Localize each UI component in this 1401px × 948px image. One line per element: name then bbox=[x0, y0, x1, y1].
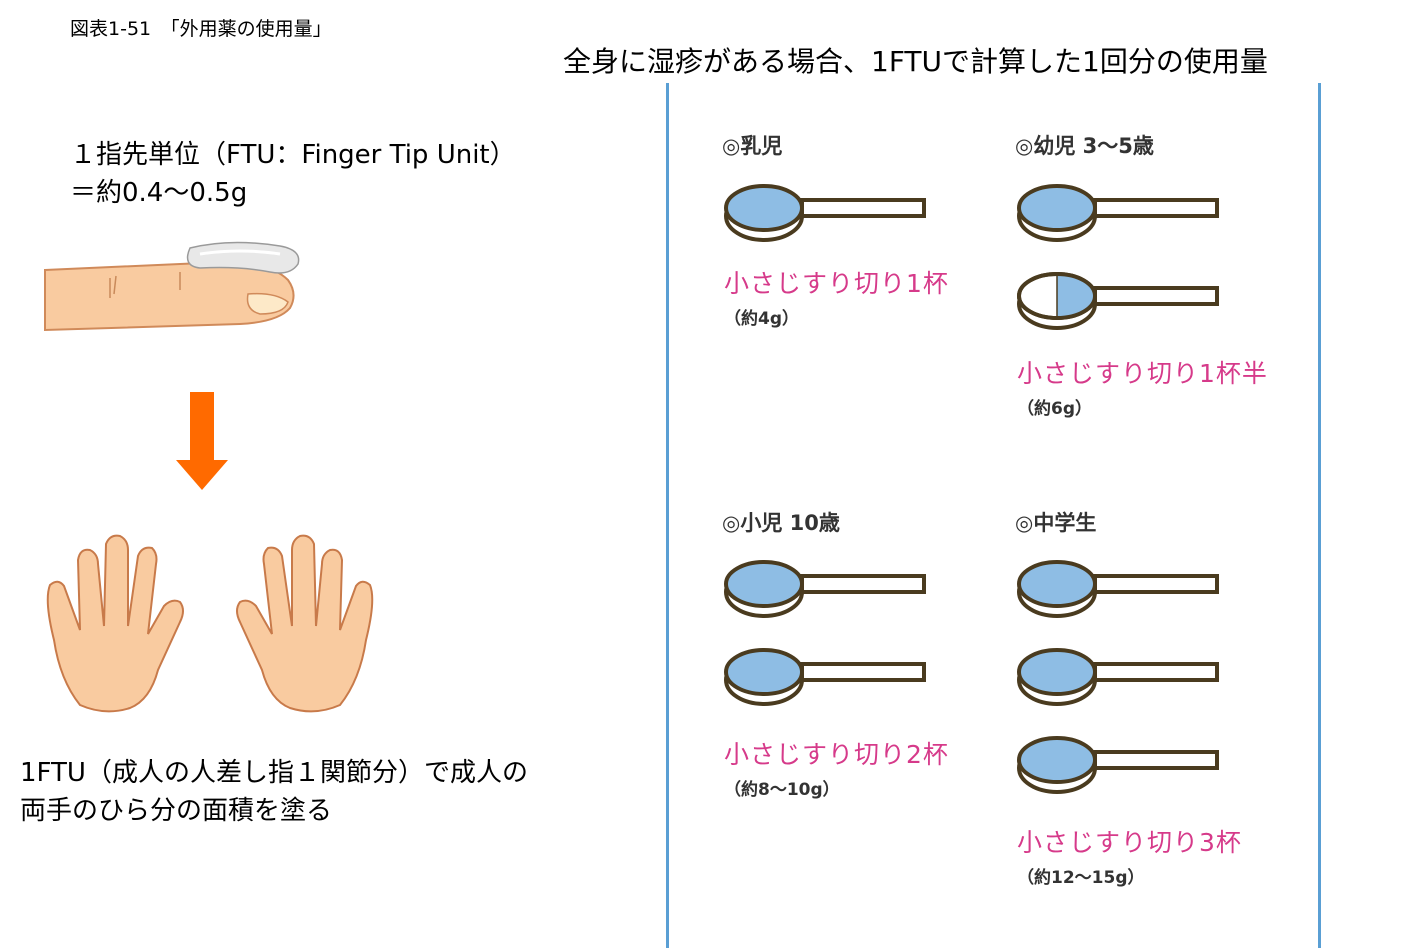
right-divider bbox=[1318, 83, 1321, 948]
amount-junior-high: 小さじすり切り3杯 bbox=[1017, 828, 1242, 857]
group-title-infant: ◎乳児 bbox=[722, 134, 783, 158]
figure-label: 図表1-51 「外用薬の使用量」 bbox=[70, 18, 332, 40]
finger-illustration bbox=[44, 241, 300, 332]
spoon-icon bbox=[1017, 736, 1219, 794]
group-title-junior-high: ◎中学生 bbox=[1015, 511, 1097, 535]
spoon-group-child bbox=[722, 556, 932, 710]
spoon-group-infant bbox=[722, 180, 932, 246]
hands-illustration bbox=[46, 534, 374, 713]
right-palm bbox=[236, 534, 374, 713]
spoon-icon bbox=[724, 560, 926, 618]
bottom-caption-line2: 両手のひら分の面積を塗る bbox=[20, 796, 333, 826]
group-title-child: ◎小児 10歳 bbox=[722, 511, 840, 535]
bottom-caption-line1: 1FTU（成人の人差し指１関節分）で成人の bbox=[20, 758, 528, 788]
spoon-icon bbox=[724, 648, 926, 706]
spoon-icon bbox=[1017, 184, 1219, 242]
amount-child: 小さじすり切り2杯 bbox=[724, 740, 949, 769]
spoon-group-junior-high bbox=[1015, 556, 1225, 798]
down-arrow-icon bbox=[176, 392, 228, 490]
spoon-icon bbox=[1017, 560, 1219, 618]
half-spoon-icon bbox=[1017, 272, 1219, 330]
group-title-toddler: ◎幼児 3〜5歳 bbox=[1015, 134, 1154, 158]
main-heading: 全身に湿疹がある場合、1FTUで計算した1回分の使用量 bbox=[563, 45, 1268, 78]
left-divider bbox=[666, 83, 669, 948]
spoon-icon bbox=[1017, 648, 1219, 706]
spoon-group-toddler bbox=[1015, 180, 1225, 334]
ftu-definition-line1: １指先単位（FTU：Finger Tip Unit） bbox=[70, 140, 516, 170]
ftu-definition-line2: ＝約0.4〜0.5g bbox=[70, 178, 248, 208]
left-palm bbox=[46, 534, 184, 713]
spoon-icon bbox=[724, 184, 926, 242]
weight-child: （約8〜10g） bbox=[724, 780, 840, 800]
weight-junior-high: （約12〜15g） bbox=[1017, 868, 1145, 888]
weight-toddler: （約6g） bbox=[1017, 399, 1092, 419]
amount-toddler: 小さじすり切り1杯半 bbox=[1017, 359, 1268, 388]
weight-infant: （約4g） bbox=[724, 309, 799, 329]
amount-infant: 小さじすり切り1杯 bbox=[724, 269, 949, 298]
